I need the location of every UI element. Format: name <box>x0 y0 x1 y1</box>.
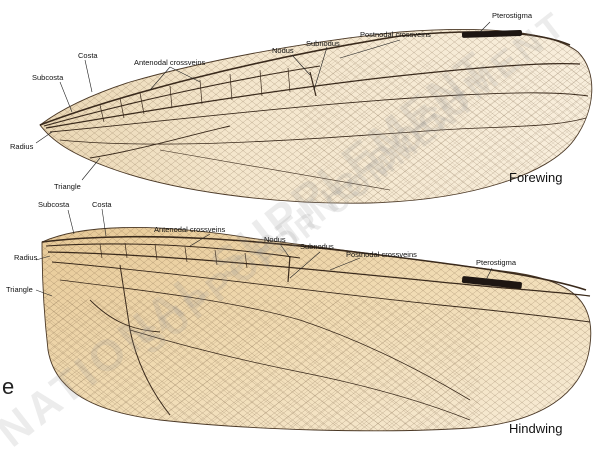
hw-label-subcosta: Subcosta <box>38 201 69 209</box>
hindwing-title: Hindwing <box>509 421 562 436</box>
hw-label-triangle: Triangle <box>6 286 33 294</box>
fw-label-antenodal: Antenodal crossveins <box>134 59 205 67</box>
fw-label-nodus: Nodus <box>272 47 294 55</box>
hw-label-nodus: Nodus <box>264 236 286 244</box>
fw-label-postnodal: Postnodal crossveins <box>360 31 431 39</box>
hw-label-costa: Costa <box>92 201 112 209</box>
wing-diagram: NATIONAL SUPPLEMENT SUPPORTING DOCUMENT … <box>0 0 596 438</box>
fw-label-radius: Radius <box>10 143 33 151</box>
hw-label-antenodal: Antenodal crossveins <box>154 226 225 234</box>
hw-label-pterostigma: Pterostigma <box>476 259 516 267</box>
forewing-title: Forewing <box>509 170 562 185</box>
hw-label-postnodal: Postnodal crossveins <box>346 251 417 259</box>
fw-label-pterostigma: Pterostigma <box>492 12 532 20</box>
fw-label-subcosta: Subcosta <box>32 74 63 82</box>
fw-label-costa: Costa <box>78 52 98 60</box>
fw-label-subnodus: Subnodus <box>306 40 340 48</box>
stray-glyph: e <box>2 374 14 400</box>
hw-label-subnodus: Subnodus <box>300 243 334 251</box>
hw-label-radius: Radius <box>14 254 37 262</box>
fw-label-triangle: Triangle <box>54 183 81 191</box>
